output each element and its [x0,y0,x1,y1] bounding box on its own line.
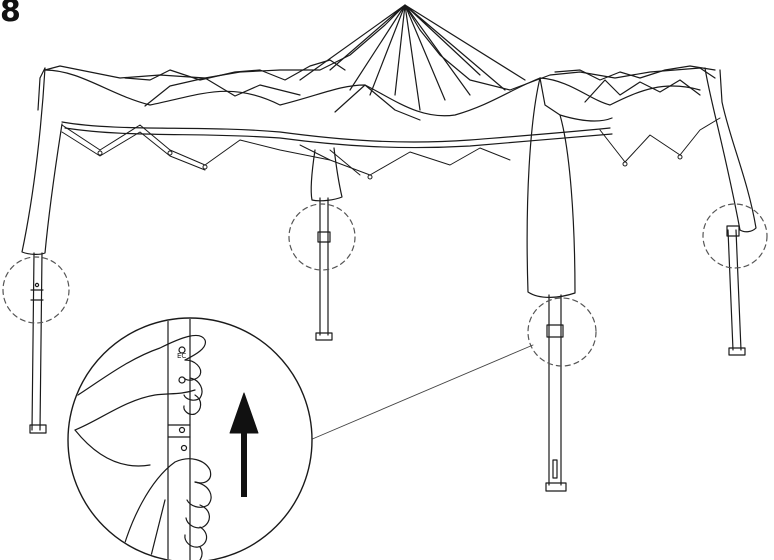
leg-front-right [545,294,567,492]
up-arrow-icon [229,392,259,497]
callout-circle-left [2,256,70,324]
truss-frame [61,117,721,180]
callout-circle-far-right [702,203,768,269]
step-number: 8 [0,0,21,29]
callout-circles [2,203,768,367]
hand-icon [69,334,207,467]
leg-back-middle [315,197,333,341]
canopy-roof [21,4,757,298]
zoom-connector-line [309,344,534,441]
leg-back-right [726,225,746,356]
svg-text:EC: EC [177,352,186,360]
zoom-detail: EC [67,317,313,560]
leg-front-left [29,252,47,434]
callout-circle-right [527,297,597,367]
zoom-pole: EC [167,319,191,560]
callout-circle-middle [288,203,356,271]
